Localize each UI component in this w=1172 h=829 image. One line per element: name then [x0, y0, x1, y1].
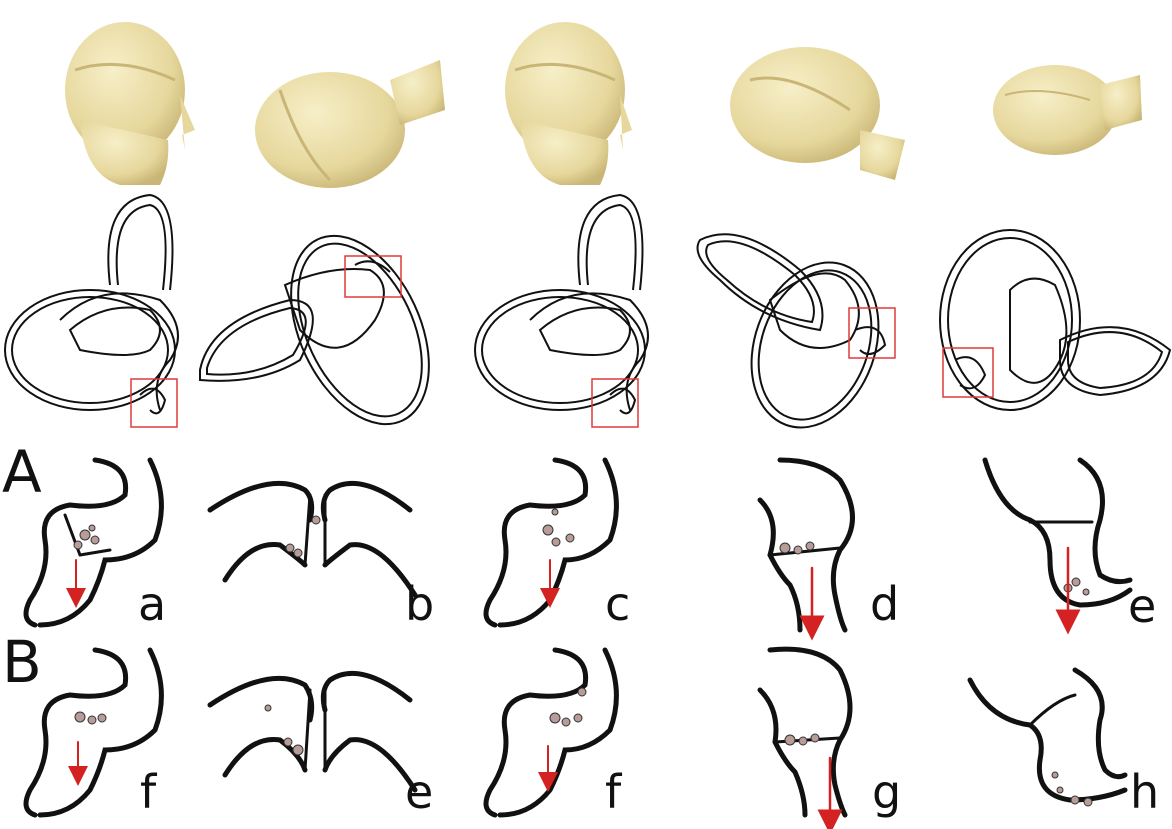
panel-label-h: h: [1130, 765, 1159, 819]
panel-label-e2: e: [405, 765, 433, 819]
detail-row-a: a b c: [26, 460, 1156, 633]
head-render-icon: [993, 65, 1142, 155]
panel-label-g: g: [872, 765, 901, 819]
panel-label-d: d: [870, 577, 899, 631]
panel-label-f: f: [140, 765, 158, 819]
particle-cluster: [543, 509, 574, 546]
detail-row-b: f e f: [26, 649, 1159, 822]
panel-label-f2: f: [605, 765, 623, 819]
detail-panel-e: [985, 460, 1130, 622]
particle-cluster: [265, 705, 303, 755]
detail-panel-c: [486, 460, 616, 625]
head-render-icon: [505, 22, 632, 185]
inner-ear-outline-icon: [200, 214, 457, 446]
detail-panel-b: [210, 483, 415, 595]
head-row: [65, 22, 1142, 188]
inner-ear-outline-icon: [698, 234, 901, 445]
panel-label-c: c: [605, 577, 630, 631]
head-render-icon: [730, 47, 905, 180]
detail-panel-d: [760, 460, 853, 630]
highlight-box: [943, 348, 993, 397]
inner-ear-outline-icon: [940, 230, 1170, 410]
panel-label-a: a: [138, 577, 166, 631]
particle-cluster: [286, 516, 320, 557]
panel-label-e: e: [1128, 579, 1156, 633]
row-label-a: A: [2, 438, 42, 506]
particle-cluster: [1052, 772, 1092, 806]
particle-cluster: [74, 525, 99, 549]
ear-outline-row: [5, 195, 1170, 446]
inner-ear-outline-icon: [5, 195, 178, 413]
detail-panel-h: [970, 670, 1125, 806]
particle-cluster: [75, 712, 106, 724]
particle-cluster: [785, 734, 819, 745]
inner-ear-outline-icon: [475, 195, 648, 413]
detail-panel-g: [760, 649, 850, 822]
detail-panel-e2: [210, 673, 415, 790]
highlight-box: [131, 379, 177, 427]
detail-panel-f2: [486, 650, 616, 815]
panel-label-b: b: [405, 577, 434, 631]
head-render-icon: [65, 22, 195, 185]
row-label-b: B: [2, 628, 42, 696]
head-render-icon: [255, 60, 445, 188]
